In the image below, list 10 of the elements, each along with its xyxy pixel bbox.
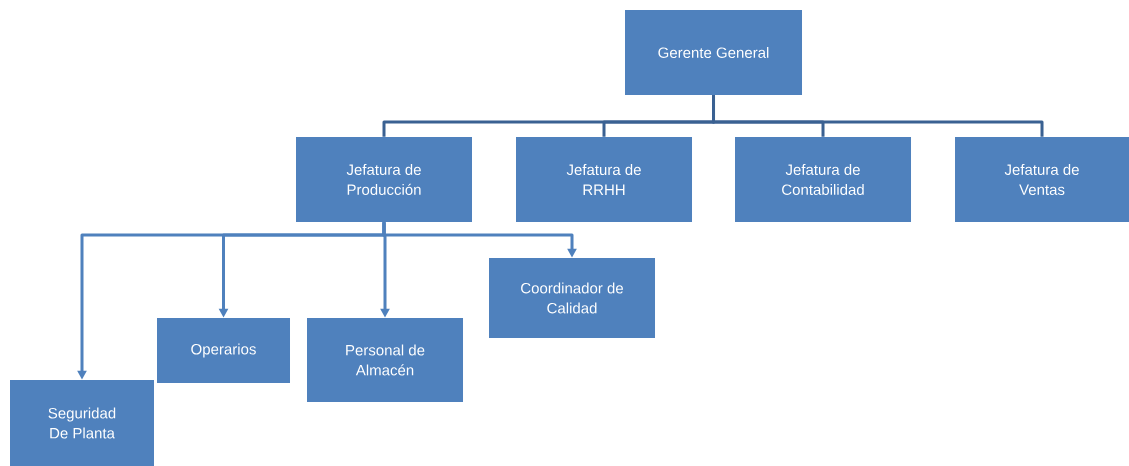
org-box: Jefatura de RRHH bbox=[516, 137, 692, 222]
org-box: Coordinador de Calidad bbox=[489, 258, 655, 338]
org-box: Personal de Almacén bbox=[307, 318, 463, 402]
org-box: Jefatura de Producción bbox=[296, 137, 472, 222]
org-box: Operarios bbox=[157, 318, 290, 383]
org-box: Seguridad De Planta bbox=[10, 380, 154, 466]
org-box: Gerente General bbox=[625, 10, 802, 95]
connector bbox=[712, 95, 1044, 137]
org-box: Jefatura de Ventas bbox=[955, 137, 1129, 222]
org-box: Jefatura de Contabilidad bbox=[735, 137, 911, 222]
